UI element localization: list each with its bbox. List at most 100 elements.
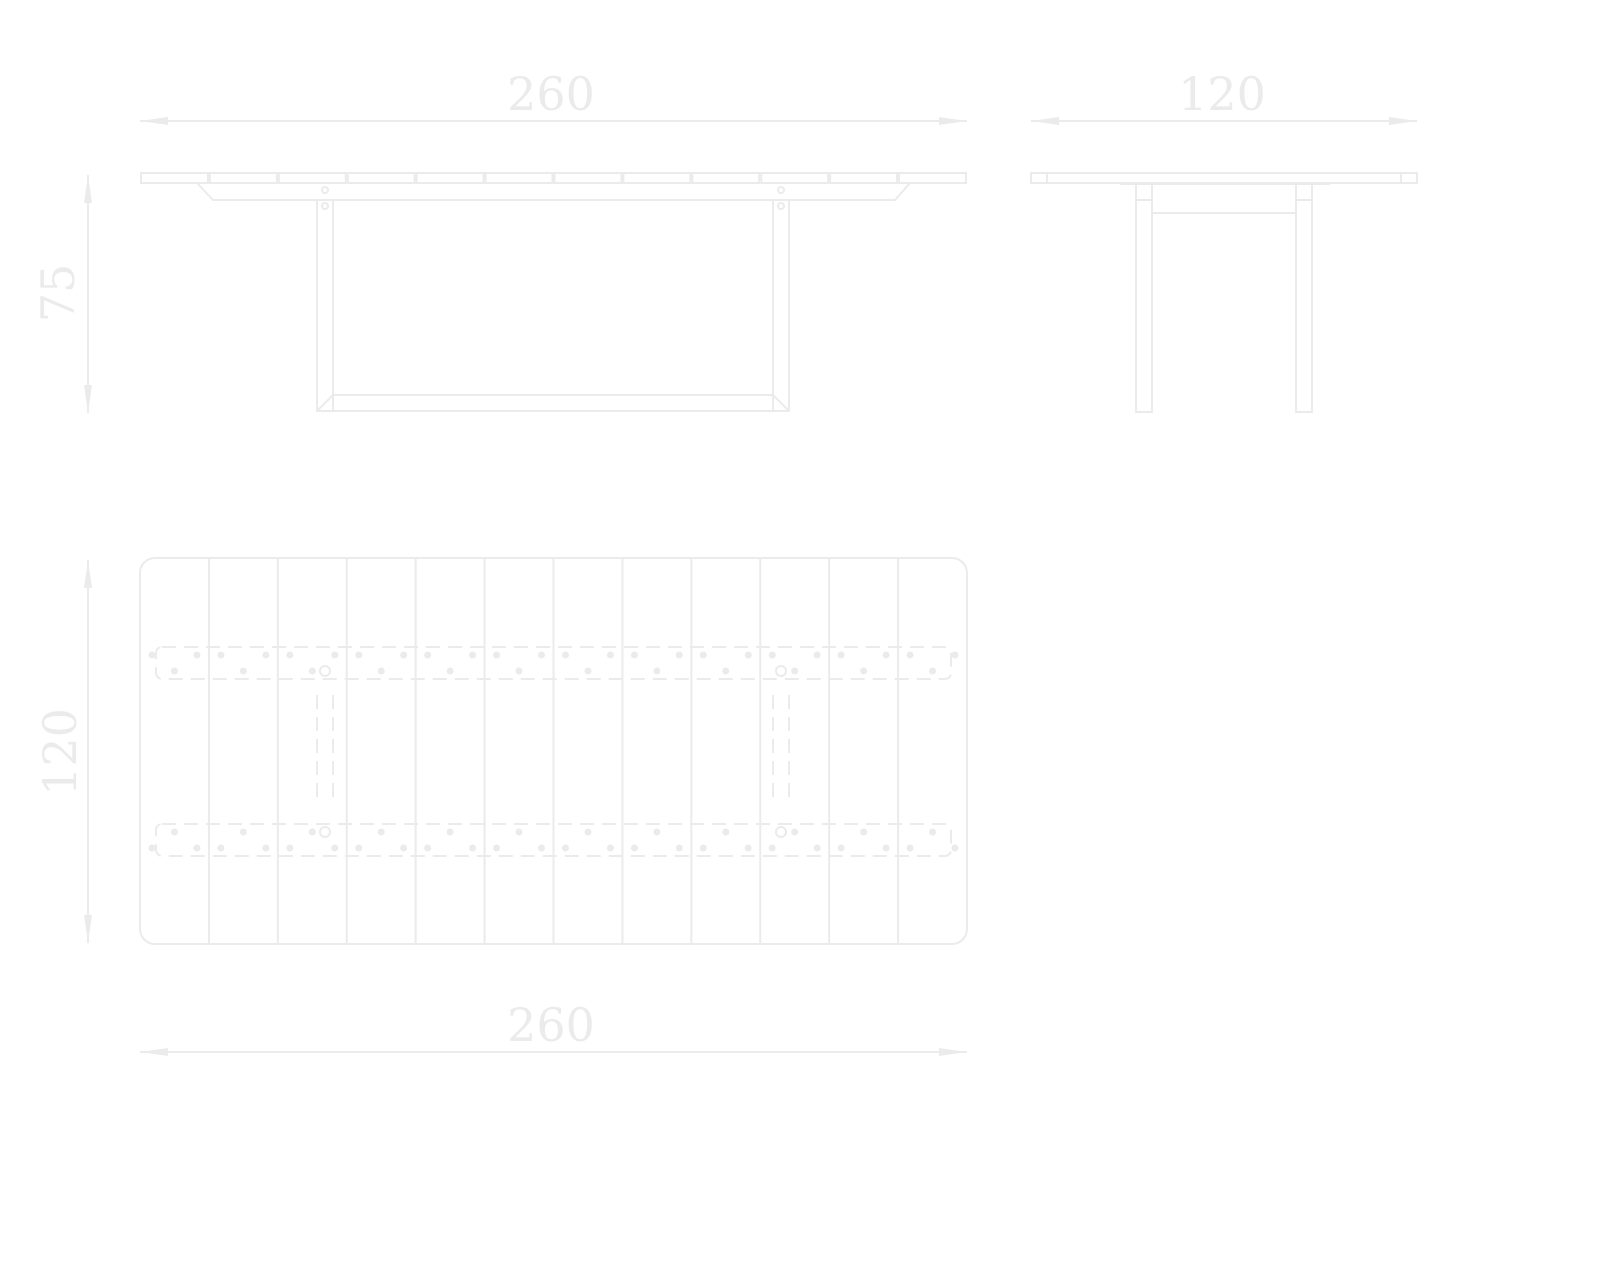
arrowhead-down-icon [84,385,92,413]
screw-icon [768,651,776,659]
side-view [1030,172,1418,413]
front-tabletop-plank [691,172,761,184]
screw-icon [239,667,247,675]
leg-bolt-icon [775,665,787,677]
screw-icon [515,828,523,836]
plan-view [139,557,968,945]
screw-icon [286,844,294,852]
screw-icon [860,667,868,675]
side-left-leg [1135,182,1153,413]
screw-icon [860,828,868,836]
screw-icon [469,844,477,852]
bolt-icon [777,202,785,210]
side-tabletop [1030,172,1418,184]
screw-icon [148,651,156,659]
screw-icon [630,844,638,852]
front-tabletop-plank [415,172,485,184]
front-tabletop-plank [140,172,209,184]
bolt-icon [777,186,785,194]
arrowhead-right-icon [1389,117,1417,125]
arrowhead-left-icon [140,117,168,125]
screw-icon [744,844,752,852]
screw-icon [744,651,752,659]
screw-icon [929,667,937,675]
screw-icon [699,651,707,659]
front-tabletop-plank [622,172,692,184]
screw-icon [584,667,592,675]
screw-icon [400,844,408,852]
screw-icon [906,844,914,852]
screw-icon [469,651,477,659]
screw-icon [515,667,523,675]
screw-icon [722,828,730,836]
screw-icon [584,828,592,836]
screw-icon [446,828,454,836]
screw-icon [653,828,661,836]
arrowhead-right-icon [939,117,967,125]
leg-bolt-icon [775,826,787,838]
screw-icon [630,651,638,659]
screw-icon [308,828,316,836]
front-right-leg [772,199,790,412]
plan-hidden-legs [316,695,790,805]
front-left-leg [316,199,334,412]
screw-icon [308,667,316,675]
arrowhead-down-icon [84,915,92,943]
screw-icon [446,667,454,675]
screw-icon [262,844,270,852]
screw-icon [699,844,707,852]
screw-icon [331,651,339,659]
screw-icon [538,844,545,852]
screw-icon [606,651,614,659]
screw-icon [193,844,201,852]
screw-icon [217,844,225,852]
screw-icon [400,651,408,659]
front-width-dimension-label: 260 [507,67,595,121]
screw-icon [148,844,156,852]
screw-icon [791,667,799,675]
front-tabletop-plank [484,172,554,184]
front-tabletop-plank [829,172,899,184]
arrowhead-left-icon [140,1048,168,1056]
bolt-icon [321,186,329,194]
front-tabletop-plank [208,172,278,184]
screw-icon [791,828,799,836]
screw-icon [170,667,178,675]
front-height-dimension-label: 75 [31,264,85,323]
front-bottom-rail [316,394,790,412]
dimension-lines [84,117,1417,1056]
screw-icon [377,667,385,675]
plan-width-dimension-label: 260 [507,998,595,1052]
front-tabletop-plank [553,172,623,184]
screw-icon [813,651,821,659]
arrowhead-right-icon [939,1048,967,1056]
screw-icon [286,651,294,659]
side-crossbar [1136,199,1312,214]
screw-icon [813,844,821,852]
screw-icon [768,844,776,852]
front-tabletop-plank [277,172,347,184]
bolt-icon [321,202,329,210]
front-tabletop-plank [898,172,967,184]
screw-icon [355,651,363,659]
screw-icon [653,667,661,675]
front-tabletop-plank [760,172,830,184]
arrowhead-left-icon [1031,117,1059,125]
screw-icon [837,844,845,852]
front-tabletop-plank [346,172,416,184]
screw-icon [331,844,339,852]
screw-icon [562,651,569,659]
screw-icon [837,651,845,659]
screw-icon [722,667,730,675]
screw-icon [538,651,545,659]
screw-icon [424,651,432,659]
side-depth-dimension-label: 120 [1178,67,1266,121]
screw-icon [217,651,225,659]
leg-bolt-icon [319,665,331,677]
screw-icon [906,651,914,659]
screw-icon [929,828,937,836]
screw-icon [170,828,178,836]
screw-icon [882,651,890,659]
side-right-leg [1295,182,1313,413]
